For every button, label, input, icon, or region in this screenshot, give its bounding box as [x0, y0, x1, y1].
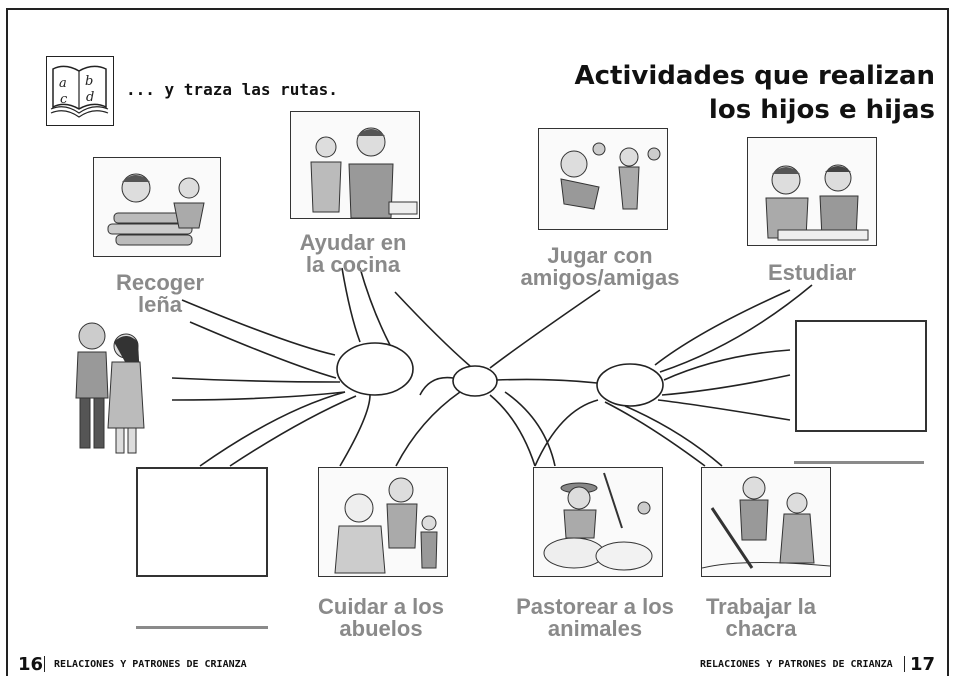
label-cuidar-abuelos: Cuidar a los abuelos [318, 594, 444, 641]
page-number-left: 16 [18, 654, 44, 675]
footer-divider-left [44, 656, 45, 672]
answer-line-left[interactable] [136, 626, 268, 629]
footer-text-left: RELACIONES Y PATRONES DE CRIANZA [54, 659, 247, 670]
label-jugar-amigos: Jugar con amigos/amigas [520, 243, 680, 290]
illustration-children [54, 318, 154, 460]
illustration-estudiar [747, 137, 877, 246]
illustration-cuidar-abuelos [318, 467, 448, 577]
illustration-ayudar-cocina [290, 111, 420, 219]
label-pastorear-animales: Pastorear a los animales [516, 594, 674, 641]
label-recoger-lena: Recoger leña [115, 270, 205, 317]
illustration-trabajar-chacra [701, 467, 831, 577]
svg-text:b: b [85, 74, 93, 89]
svg-text:d: d [86, 90, 94, 105]
page-number-right: 17 [910, 654, 936, 675]
book-abcd-icon: a b c d [46, 56, 114, 126]
label-estudiar: Estudiar [767, 260, 857, 285]
page-frame [6, 8, 949, 676]
label-trabajar-chacra: Trabajar la chacra [705, 594, 817, 641]
illustration-pastorear-animales [533, 467, 663, 577]
page-title-line1: Actividades que realizan [574, 61, 935, 91]
illustration-recoger-lena [93, 157, 221, 257]
svg-text:a: a [59, 76, 67, 91]
route-node-center [452, 365, 498, 397]
instruction-text: ... y traza las rutas. [126, 80, 338, 99]
footer-text-right: RELACIONES Y PATRONES DE CRIANZA [700, 659, 893, 670]
label-ayudar-cocina: Ayudar en la cocina [299, 230, 407, 277]
route-node-right [596, 363, 664, 407]
footer-divider-right [904, 656, 905, 672]
answer-line-right[interactable] [794, 461, 924, 464]
page-title-line2: los hijos e hijas [708, 95, 935, 125]
blank-box-left[interactable] [136, 467, 268, 577]
blank-box-right[interactable] [795, 320, 927, 432]
route-node-left [336, 342, 414, 396]
svg-text:c: c [60, 92, 68, 107]
illustration-jugar-amigos [538, 128, 668, 230]
